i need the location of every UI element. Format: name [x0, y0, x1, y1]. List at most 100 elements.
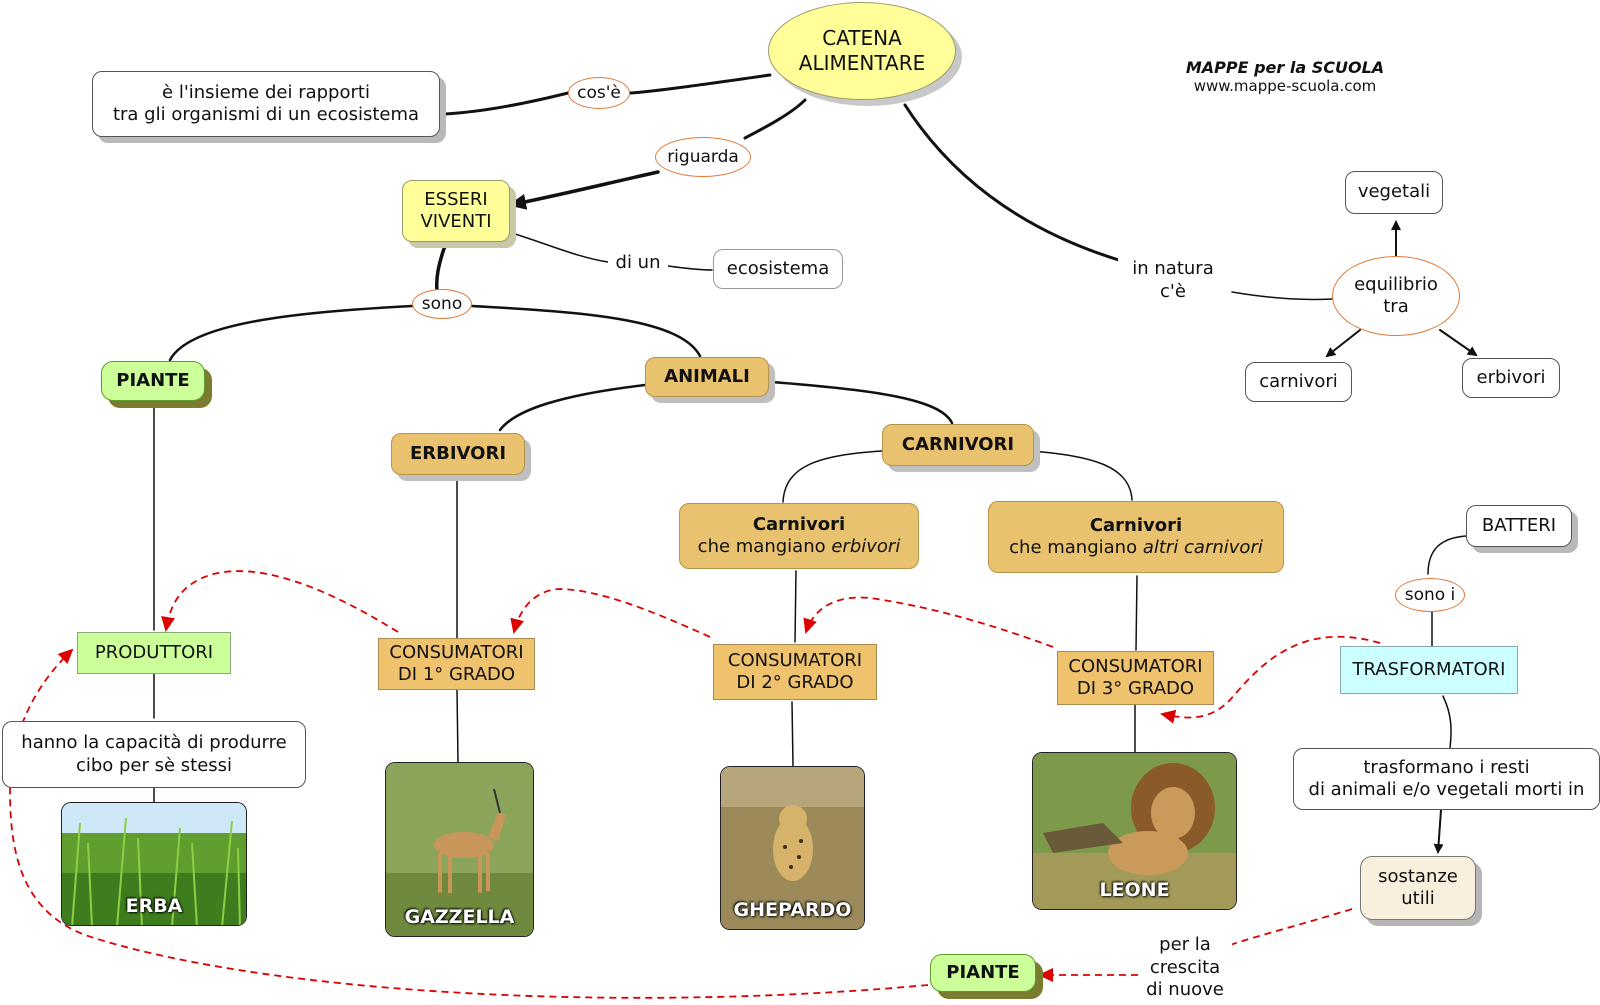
photo-ghepardo: GHEPARDO: [720, 766, 865, 930]
caption-leone: LEONE: [1099, 879, 1170, 901]
line-cons1-gazzella: [456, 689, 459, 763]
line-batteri-sonoi: [1427, 535, 1467, 575]
concept-carnivori[interactable]: CARNIVORI: [882, 424, 1034, 466]
concept-carnivori-erbivori[interactable]: Carnivori che mangiano erbivori: [679, 503, 919, 569]
capacita-line-2: cibo per sè stessi: [75, 754, 233, 776]
carnivori1-prefix: che mangiano: [697, 536, 832, 557]
equilibrio-line-1: equilibrio: [1354, 273, 1438, 295]
esseri-line-1: ESSERI: [424, 188, 488, 210]
caption-gazzella: GAZZELLA: [404, 906, 515, 928]
line-trasformano-sostanze: [1433, 809, 1444, 854]
sostanze-line-2: utili: [1401, 888, 1435, 909]
line-riguarda-esseri: [508, 170, 660, 210]
concept-piante[interactable]: PIANTE: [101, 361, 205, 401]
line-diun-ecosistema: [667, 265, 713, 271]
link-sono-i[interactable]: sono i: [1395, 578, 1465, 612]
line-cose-definizione: [443, 91, 570, 116]
innatura-line-2: c'è: [1160, 280, 1186, 302]
concept-consumatori-2[interactable]: CONSUMATORI DI 2° GRADO: [713, 644, 877, 700]
line-esseri-diun: [511, 232, 609, 263]
line-animali-erbivori: [498, 383, 647, 432]
carnivori2-desc: che mangiano altri carnivori: [1009, 537, 1263, 560]
line-c2-cons3: [1135, 575, 1138, 651]
carnivori2-italic: altri carnivori: [1142, 537, 1263, 558]
catena-line-2: ALIMENTARE: [798, 51, 926, 75]
line-esseri-sono: [435, 244, 447, 292]
concept-produttori[interactable]: PRODUTTORI: [77, 632, 231, 674]
concept-trasformano[interactable]: trasformano i resti di animali e/o veget…: [1293, 748, 1600, 810]
arrow-cons3-cons2: [803, 596, 1054, 648]
link-riguarda[interactable]: riguarda: [655, 137, 751, 177]
cons1-line-2: DI 1° GRADO: [397, 664, 516, 685]
line-animali-carnivori: [770, 380, 954, 425]
arrow-cons1-produttori: [161, 570, 399, 633]
perla-line-3: di nuove: [1146, 979, 1224, 1000]
line-equilibrio-carnivori: [1325, 329, 1361, 358]
trasformano-line-2: di animali e/o vegetali morti in: [1308, 779, 1585, 800]
trasformano-line-1: trasformano i resti: [1363, 756, 1530, 778]
link-in-natura[interactable]: in natura c'è: [1118, 258, 1228, 303]
line-sono-animali: [470, 304, 702, 358]
concept-sostanze[interactable]: sostanze utili: [1360, 856, 1476, 920]
concept-consumatori-3[interactable]: CONSUMATORI DI 3° GRADO: [1057, 651, 1214, 705]
line-sono-piante: [168, 304, 414, 362]
concept-catena-alimentare[interactable]: CATENA ALIMENTARE: [768, 2, 956, 100]
link-sono[interactable]: sono: [412, 289, 472, 319]
gazelle-image: [386, 763, 533, 936]
perla-line-2: crescita: [1149, 956, 1221, 978]
line-equilibrio-erbivori: [1439, 329, 1478, 357]
carnivori2-title: Carnivori: [1089, 514, 1183, 536]
cons3-line-2: DI 3° GRADO: [1076, 678, 1195, 699]
lion-image: [1033, 753, 1236, 909]
concept-ecosistema[interactable]: ecosistema: [713, 249, 843, 289]
concept-carnivori-small[interactable]: carnivori: [1245, 362, 1352, 402]
link-cose[interactable]: cos'è: [568, 77, 630, 109]
cons2-line-2: DI 2° GRADO: [736, 672, 854, 693]
concept-piante-bottom[interactable]: PIANTE: [930, 954, 1036, 992]
concept-trasformatori[interactable]: TRASFORMATORI: [1340, 646, 1518, 694]
concept-erbivori-small[interactable]: erbivori: [1462, 358, 1560, 398]
grass-image: [62, 803, 246, 925]
cons1-line-1: CONSUMATORI: [389, 641, 524, 663]
link-per-la-crescita[interactable]: per la crescita di nuove: [1138, 934, 1232, 1002]
link-di-un[interactable]: di un: [608, 252, 668, 275]
line-catena-riguarda: [743, 98, 807, 140]
equilibrio-line-2: tra: [1383, 296, 1409, 317]
arrow-sostanze-forcrescita: [1229, 908, 1353, 946]
concept-consumatori-1[interactable]: CONSUMATORI DI 1° GRADO: [378, 638, 535, 690]
line-carnivori-c1: [782, 450, 883, 503]
concept-esseri-viventi[interactable]: ESSERI VIVENTI: [402, 180, 510, 242]
concept-animali[interactable]: ANIMALI: [645, 357, 769, 397]
line-trasformatori-trasformano: [1442, 695, 1452, 749]
brand-url[interactable]: www.mappe-scuola.com: [1193, 77, 1377, 95]
concept-erbivori[interactable]: ERBIVORI: [391, 433, 525, 475]
line-c1-cons2: [794, 570, 797, 643]
line-innatura-equilibrio: [1231, 291, 1333, 301]
concept-carnivori-carnivori[interactable]: Carnivori che mangiano altri carnivori: [988, 501, 1284, 573]
esseri-line-2: VIVENTI: [420, 211, 492, 232]
carnivori1-title: Carnivori: [752, 513, 846, 535]
concept-definizione[interactable]: è l'insieme dei rapporti tra gli organis…: [92, 71, 440, 137]
line-catena-cose: [628, 73, 772, 95]
line-carnivori-c2: [1031, 450, 1133, 501]
photo-gazzella: GAZZELLA: [385, 762, 534, 937]
innatura-line-1: in natura: [1132, 258, 1214, 279]
caption-ghepardo: GHEPARDO: [733, 899, 852, 921]
cons3-line-1: CONSUMATORI: [1068, 655, 1203, 677]
line-catena-innatura: [903, 103, 1124, 263]
concept-capacita[interactable]: hanno la capacità di produrre cibo per s…: [2, 721, 306, 788]
capacita-line-1: hanno la capacità di produrre: [21, 732, 287, 753]
arrow-trasf-cons3: [1160, 635, 1381, 724]
concept-equilibrio[interactable]: equilibrio tra: [1332, 256, 1460, 336]
cons2-line-1: CONSUMATORI: [727, 649, 863, 671]
photo-leone: LEONE: [1032, 752, 1237, 910]
line-cons2-ghepardo: [791, 701, 794, 767]
brand: MAPPE per la SCUOLA www.mappe-scuola.com: [1170, 58, 1400, 95]
brand-title: MAPPE per la SCUOLA: [1185, 58, 1385, 77]
sostanze-line-1: sostanze: [1378, 865, 1458, 887]
definizione-line-2: tra gli organismi di un ecosistema: [112, 104, 420, 125]
arrow-cons2-cons1: [510, 588, 711, 638]
concept-vegetali[interactable]: vegetali: [1345, 171, 1443, 214]
concept-batteri[interactable]: BATTERI: [1466, 505, 1572, 547]
